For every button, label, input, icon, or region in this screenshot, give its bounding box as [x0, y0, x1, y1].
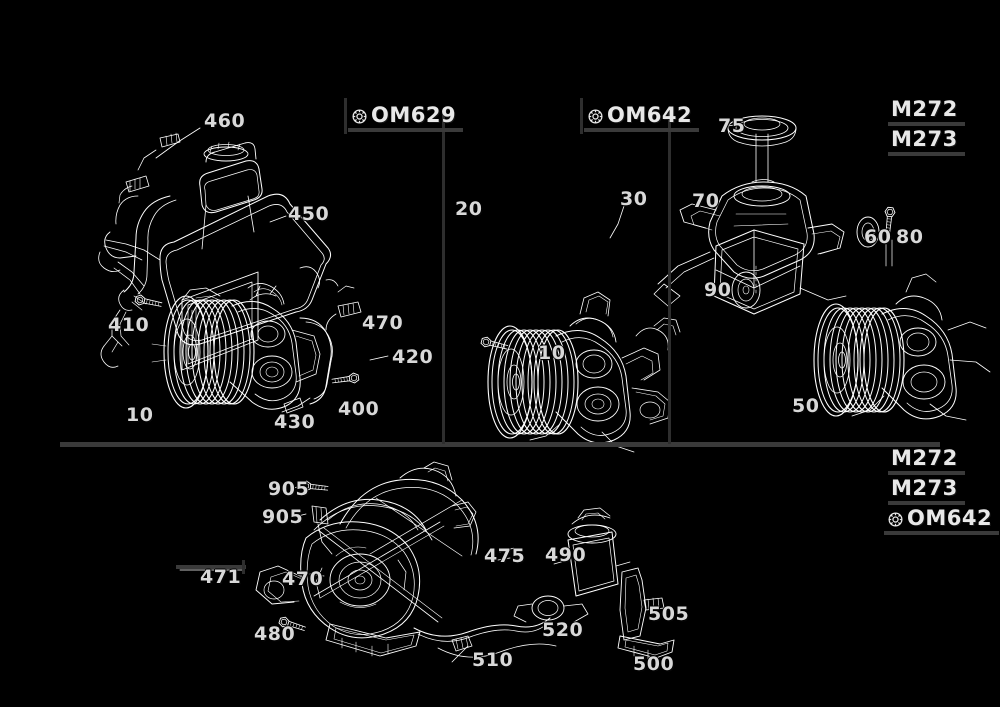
callout-label: 480: [254, 623, 296, 645]
badge-tick: [580, 98, 583, 134]
callout-label: 20: [455, 198, 483, 220]
engine-badge-label: M273: [891, 127, 958, 151]
gear-icon: [887, 511, 904, 528]
callout-60[interactable]: 60: [864, 228, 891, 247]
engine-badge-m272-bottom[interactable]: M272: [888, 446, 965, 475]
badge-underline: [888, 471, 965, 475]
engine-badge-label: OM642: [907, 506, 993, 530]
callout-905-lower[interactable]: 905: [262, 508, 303, 527]
callout-label: 75: [718, 115, 746, 137]
callout-label: 475: [484, 545, 526, 567]
panel-divider-1: [442, 112, 445, 444]
callout-470-panel4[interactable]: 470: [282, 570, 323, 589]
callout-420[interactable]: 420: [392, 348, 433, 367]
callout-450[interactable]: 450: [288, 205, 329, 224]
callout-905-upper[interactable]: 905: [268, 480, 309, 499]
callout-label: 470: [362, 312, 404, 334]
callout-label: 410: [108, 314, 150, 336]
callout-label: 420: [392, 346, 434, 368]
callout-label: 10: [126, 404, 154, 426]
engine-badge-m272-top[interactable]: M272: [888, 97, 965, 126]
badge-underline: [888, 122, 965, 126]
callout-label: 450: [288, 203, 330, 225]
callout-90[interactable]: 90: [704, 281, 731, 300]
gear-icon: [587, 108, 604, 125]
callout-471-leader-tick: [242, 560, 245, 574]
callout-label: 60: [864, 226, 892, 248]
callout-label: 10: [538, 342, 566, 364]
callout-410[interactable]: 410: [108, 316, 149, 335]
engine-badge-om629[interactable]: OM629: [344, 98, 464, 134]
callout-10-panel1[interactable]: 10: [126, 406, 153, 425]
engine-badge-label: OM642: [607, 103, 693, 127]
callout-400[interactable]: 400: [338, 400, 379, 419]
badge-underline: [584, 128, 700, 132]
callout-label: 490: [545, 544, 587, 566]
callout-500[interactable]: 500: [633, 655, 674, 674]
callout-430[interactable]: 430: [274, 413, 315, 432]
gear-icon: [351, 108, 368, 125]
callout-50[interactable]: 50: [792, 397, 819, 416]
callout-label: 520: [542, 619, 584, 641]
callout-30[interactable]: 30: [620, 190, 647, 209]
callout-label: 510: [472, 649, 514, 671]
callout-label: 505: [648, 603, 690, 625]
engine-badge-label: M273: [891, 476, 958, 500]
callout-label: 430: [274, 411, 316, 433]
callout-label: 905: [262, 506, 304, 528]
callout-460[interactable]: 460: [204, 112, 245, 131]
callout-label: 90: [704, 279, 732, 301]
callout-label: 70: [692, 190, 720, 212]
callout-480[interactable]: 480: [254, 625, 295, 644]
main-horizontal-divider: [60, 442, 940, 447]
engine-badge-om642-bottom[interactable]: OM642: [884, 506, 1000, 535]
panel-divider-2: [668, 112, 671, 444]
callout-20[interactable]: 20: [455, 200, 482, 219]
callout-label: 471: [200, 566, 242, 588]
callout-490[interactable]: 490: [545, 546, 586, 565]
callout-505[interactable]: 505: [648, 605, 689, 624]
callout-label: 470: [282, 568, 324, 590]
callout-10-panel2[interactable]: 10: [538, 344, 565, 363]
badge-underline: [348, 128, 464, 132]
callout-520[interactable]: 520: [542, 621, 583, 640]
engine-badge-om642[interactable]: OM642: [580, 98, 700, 134]
callout-label: 500: [633, 653, 675, 675]
callout-471[interactable]: 471: [200, 568, 241, 587]
callout-471-leader-rule: [176, 565, 246, 569]
badge-underline: [888, 152, 965, 156]
callout-label: 80: [896, 226, 924, 248]
engine-badge-label: OM629: [371, 103, 457, 127]
callout-470-panel1[interactable]: 470: [362, 314, 403, 333]
engine-badge-label: M272: [891, 446, 958, 470]
callout-label: 905: [268, 478, 310, 500]
engine-badge-label: M272: [891, 97, 958, 121]
badge-underline: [888, 501, 965, 505]
callout-70[interactable]: 70: [692, 192, 719, 211]
callout-80[interactable]: 80: [896, 228, 923, 247]
callout-510[interactable]: 510: [472, 651, 513, 670]
badge-tick: [344, 98, 347, 134]
engine-badge-m273-top[interactable]: M273: [888, 127, 965, 156]
engine-badge-m273-bottom[interactable]: M273: [888, 476, 965, 505]
callout-label: 400: [338, 398, 380, 420]
callout-label: 30: [620, 188, 648, 210]
callout-475[interactable]: 475: [484, 547, 525, 566]
callout-75[interactable]: 75: [718, 117, 745, 136]
badge-underline: [884, 531, 1000, 535]
callout-label: 50: [792, 395, 820, 417]
callout-label: 460: [204, 110, 246, 132]
